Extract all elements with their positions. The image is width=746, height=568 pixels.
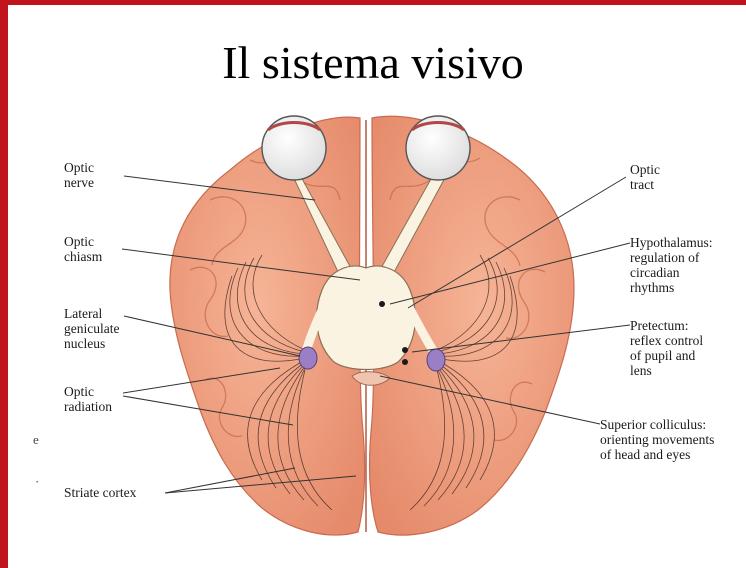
label-line: of pupil and	[630, 348, 703, 363]
label-line: circadian	[630, 265, 713, 280]
label-optic-tract: Optic tract	[630, 162, 660, 192]
label-optic-radiation: Optic radiation	[64, 384, 112, 414]
label-line: rhythms	[630, 280, 713, 295]
label-line: reflex control	[630, 333, 703, 348]
label-hypothalamus: Hypothalamus: regulation of circadian rh…	[630, 235, 713, 295]
label-optic-nerve: Optic nerve	[64, 160, 94, 190]
label-lateral-geniculate-nucleus: Lateral geniculate nucleus	[64, 306, 119, 351]
label-line: Pretectum:	[630, 318, 703, 333]
edge-fragment: ·	[35, 474, 39, 490]
label-line: Optic	[630, 162, 660, 177]
label-line: Superior colliculus:	[600, 417, 714, 432]
label-line: Lateral	[64, 306, 119, 321]
label-striate-cortex: Striate cortex	[64, 485, 136, 500]
label-line: nucleus	[64, 336, 119, 351]
label-line: Optic	[64, 384, 112, 399]
label-optic-chiasm: Optic chiasm	[64, 234, 102, 264]
label-line: of head and eyes	[600, 447, 714, 462]
label-line: regulation of	[630, 250, 713, 265]
label-line: Hypothalamus:	[630, 235, 713, 250]
label-line: lens	[630, 363, 703, 378]
label-superior-colliculus: Superior colliculus: orienting movements…	[600, 417, 714, 462]
label-line: radiation	[64, 399, 112, 414]
label-line: chiasm	[64, 249, 102, 264]
label-line: Optic	[64, 234, 102, 249]
label-line: tract	[630, 177, 660, 192]
left-eye	[262, 116, 326, 180]
right-eye	[406, 116, 470, 180]
label-line: orienting movements	[600, 432, 714, 447]
label-line: geniculate	[64, 321, 119, 336]
label-line: Optic	[64, 160, 94, 175]
edge-fragment: e	[33, 432, 39, 448]
optic-chiasm-region	[317, 266, 416, 369]
label-pretectum: Pretectum: reflex control of pupil and l…	[630, 318, 703, 378]
label-line: Striate cortex	[64, 485, 136, 500]
lgn-right	[427, 349, 445, 371]
label-line: nerve	[64, 175, 94, 190]
lgn-left	[299, 347, 317, 369]
